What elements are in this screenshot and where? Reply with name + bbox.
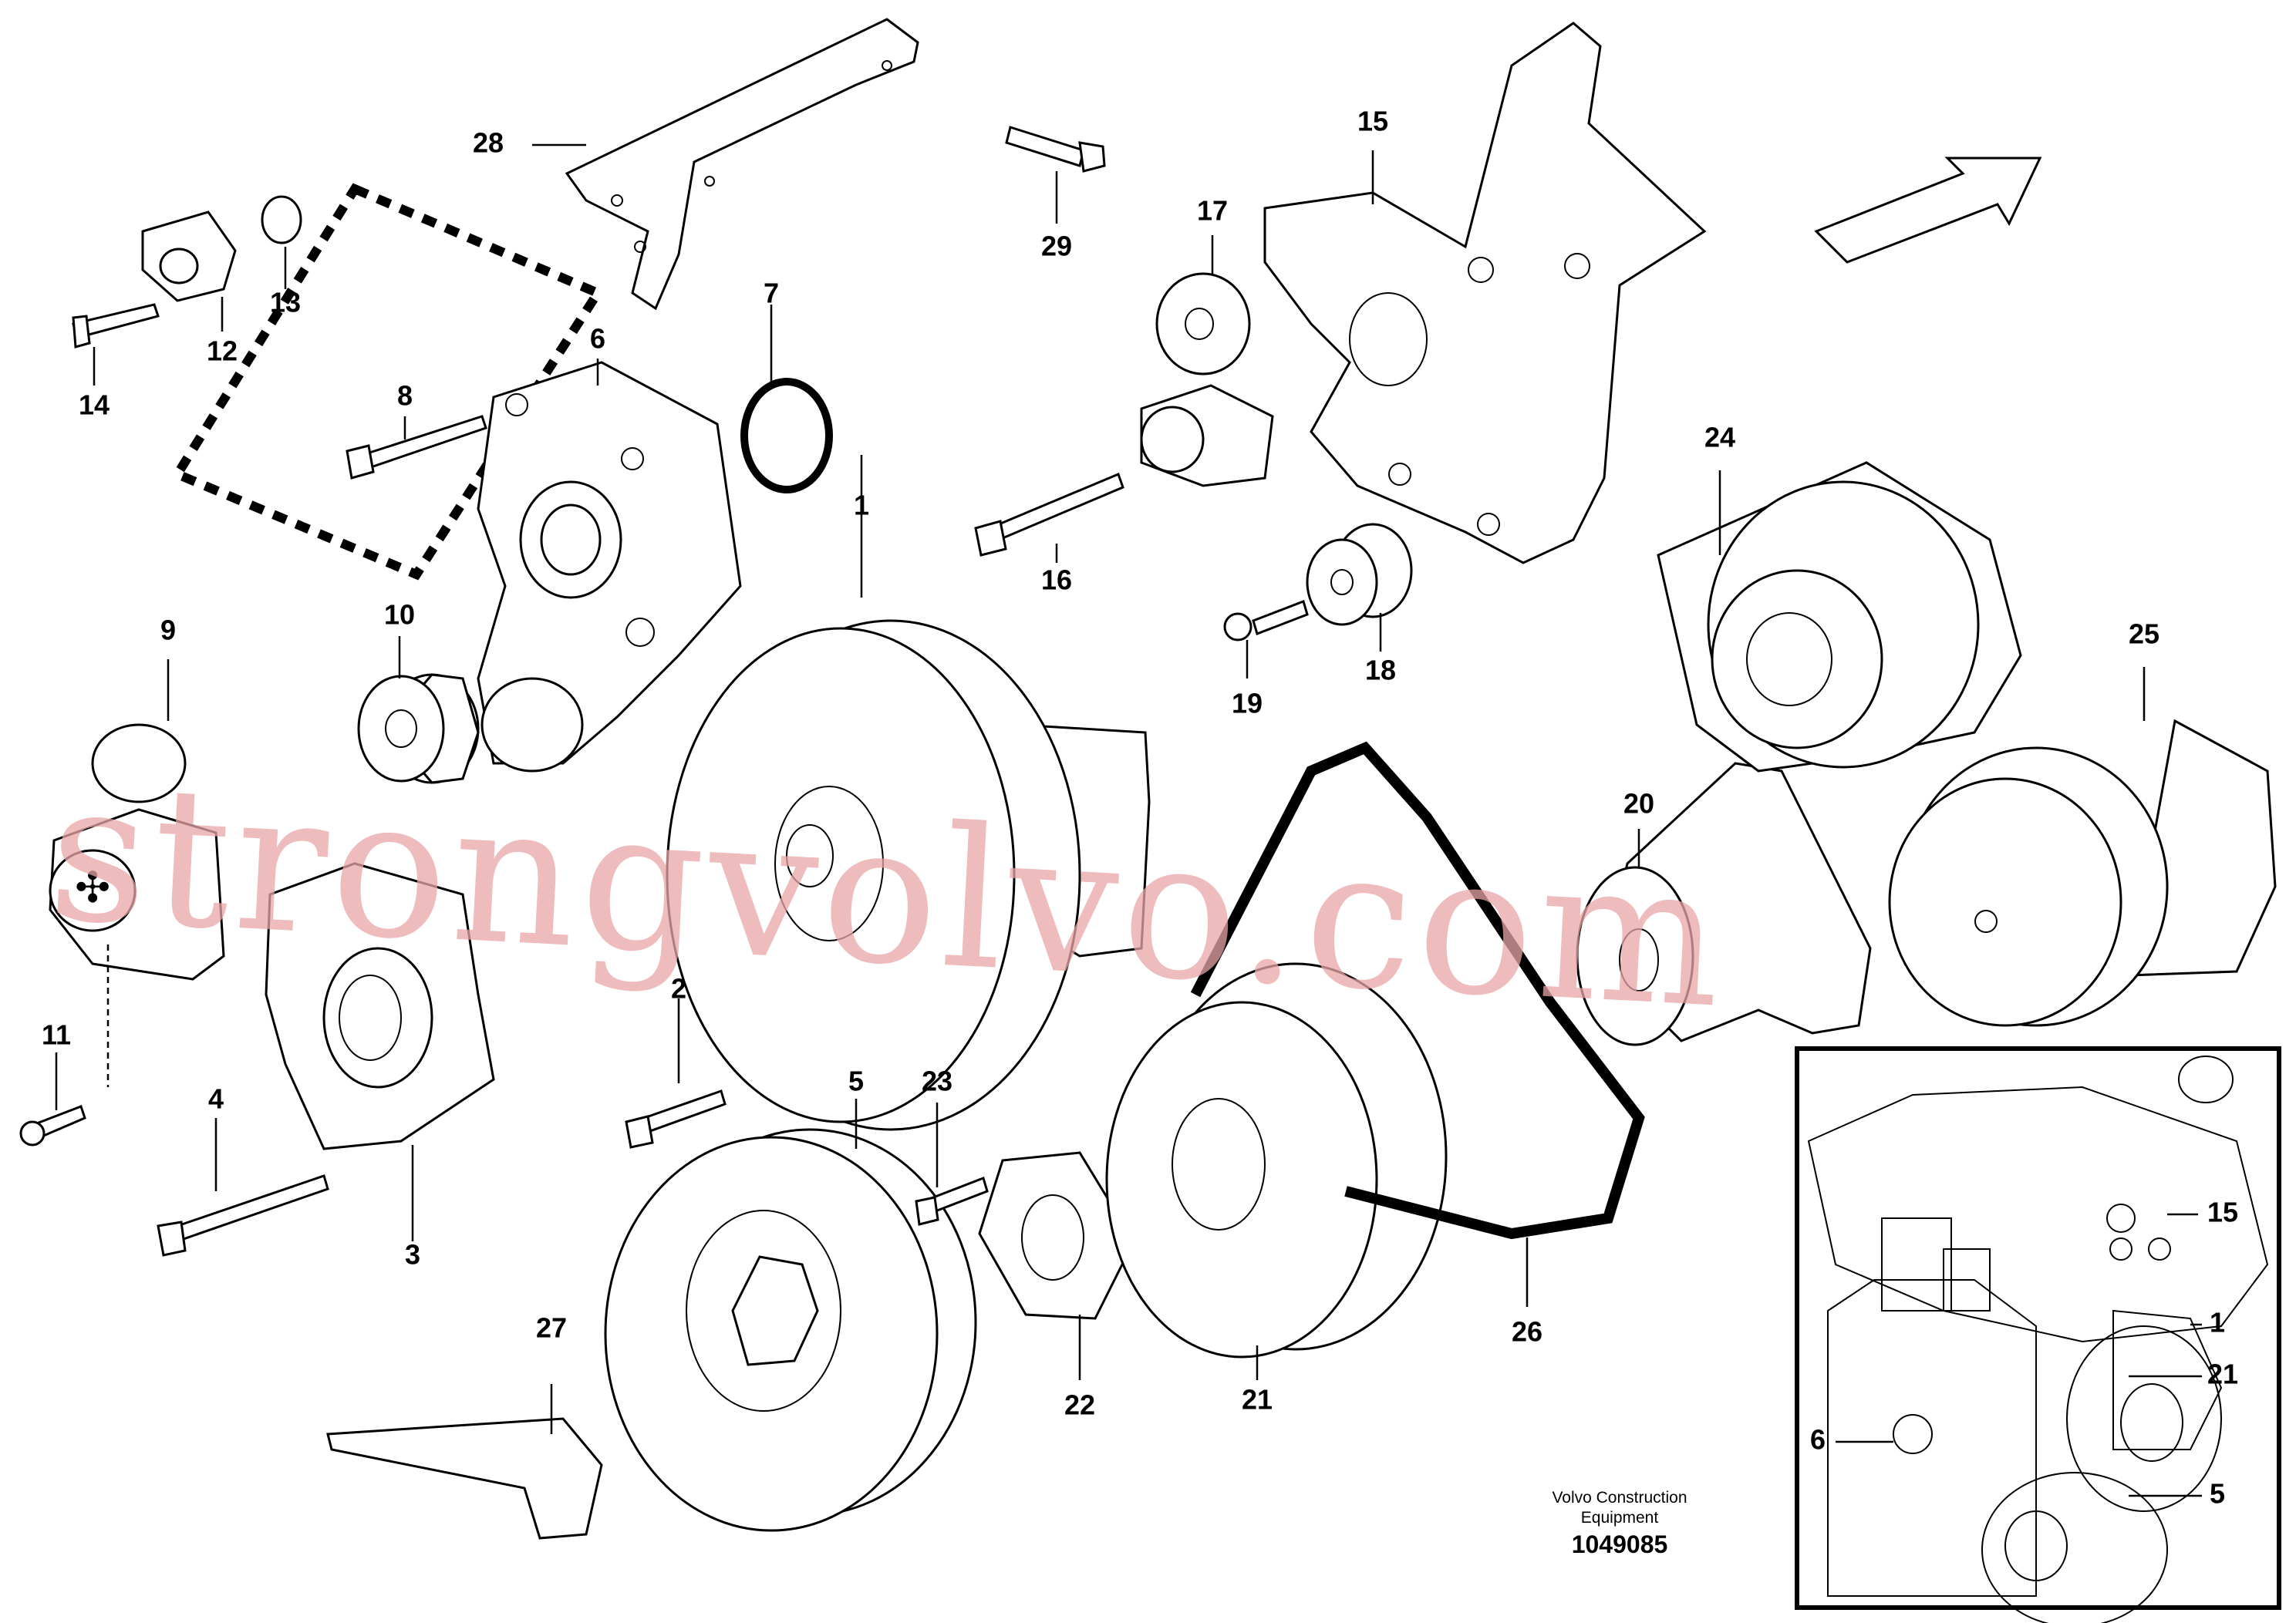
callout-24: 24 bbox=[1704, 422, 1735, 453]
part-3-impeller bbox=[265, 862, 495, 1150]
callout-17: 17 bbox=[1197, 195, 1228, 227]
svg-text:✣: ✣ bbox=[75, 863, 110, 912]
callout-12: 12 bbox=[207, 335, 238, 367]
callout-29: 29 bbox=[1041, 231, 1072, 262]
part-26-belt bbox=[1190, 741, 1645, 1240]
part-22-plate bbox=[978, 1151, 1135, 1320]
inset-callout-15: 15 bbox=[2207, 1197, 2238, 1228]
part-10-roller bbox=[357, 673, 480, 784]
footer-company: Volvo Construction Equipment bbox=[1489, 1488, 1751, 1528]
part-20-bracket bbox=[1576, 762, 1872, 1046]
inset-callout-1: 1 bbox=[2210, 1307, 2225, 1338]
inset-callout-5: 5 bbox=[2210, 1478, 2225, 1510]
callout-23: 23 bbox=[922, 1066, 952, 1097]
part-callouts: 1 2 3 4 5 6 7 8 9 10 11 12 13 14 15 16 1… bbox=[42, 106, 2159, 1421]
callout-27: 27 bbox=[536, 1312, 567, 1344]
callout-21: 21 bbox=[1242, 1384, 1273, 1416]
callout-15: 15 bbox=[1357, 106, 1388, 137]
part-2-bolt bbox=[625, 1089, 727, 1149]
part-27-belt bbox=[326, 1417, 603, 1540]
callout-6: 6 bbox=[590, 323, 605, 355]
part-17-tensioner bbox=[1140, 272, 1274, 487]
callout-13: 13 bbox=[270, 287, 301, 318]
callout-11: 11 bbox=[42, 1019, 71, 1051]
part-6-housing bbox=[477, 361, 742, 773]
callout-2: 2 bbox=[671, 973, 686, 1005]
part-4-bolt bbox=[157, 1174, 329, 1257]
inset-callout-21: 21 bbox=[2207, 1359, 2238, 1390]
belt-dashed-outline bbox=[170, 183, 605, 581]
part-15-bracket bbox=[1263, 22, 1707, 564]
callout-1: 1 bbox=[854, 490, 869, 521]
part-14-bolt bbox=[72, 303, 160, 349]
part-11-bolt bbox=[19, 1105, 86, 1147]
callout-3: 3 bbox=[405, 1239, 420, 1271]
callout-7: 7 bbox=[764, 278, 779, 309]
callout-4: 4 bbox=[208, 1083, 224, 1115]
part-13-washer bbox=[261, 195, 302, 244]
part-12-mount bbox=[141, 210, 237, 302]
direction-arrow-icon bbox=[1814, 157, 2042, 264]
part-24-alternator bbox=[1657, 461, 2022, 773]
part-5-crank-pulley bbox=[604, 1128, 977, 1532]
callout-8: 8 bbox=[397, 380, 413, 412]
footer-company-line2: Equipment bbox=[1580, 1509, 1659, 1527]
callout-20: 20 bbox=[1623, 788, 1654, 820]
figure-number: 1049085 bbox=[1571, 1530, 1668, 1558]
footer-company-line1: Volvo Construction bbox=[1552, 1489, 1687, 1507]
callout-9: 9 bbox=[160, 615, 176, 646]
inset-callout-6: 6 bbox=[1810, 1424, 1826, 1456]
part-19-bolt bbox=[1223, 600, 1309, 641]
callout-19: 19 bbox=[1232, 688, 1263, 719]
callout-10: 10 bbox=[384, 599, 415, 631]
part-21-pulley bbox=[1105, 962, 1448, 1359]
part-29-bolt bbox=[1005, 126, 1106, 173]
part-8-bolt bbox=[346, 415, 487, 480]
callout-26: 26 bbox=[1512, 1316, 1542, 1348]
part-28-bracket bbox=[565, 18, 919, 311]
part-18-roller bbox=[1306, 523, 1413, 626]
callout-16: 16 bbox=[1041, 564, 1072, 596]
part-23-bolt bbox=[915, 1177, 989, 1226]
callout-22: 22 bbox=[1064, 1389, 1095, 1421]
callout-18: 18 bbox=[1365, 655, 1396, 686]
part-7-o-ring bbox=[740, 378, 833, 493]
part-25-compressor bbox=[1888, 719, 2277, 1027]
part-1-pulley bbox=[666, 619, 1151, 1131]
callout-5: 5 bbox=[848, 1066, 864, 1097]
callout-14: 14 bbox=[79, 389, 110, 421]
callout-28: 28 bbox=[473, 127, 504, 159]
part-9-tensioner: ✣ bbox=[49, 723, 225, 981]
callout-25: 25 bbox=[2129, 618, 2159, 650]
part-16-bolt bbox=[974, 473, 1124, 557]
leader-lines bbox=[55, 143, 2146, 1434]
location-inset: 15 1 21 6 5 bbox=[1795, 1046, 2281, 1623]
